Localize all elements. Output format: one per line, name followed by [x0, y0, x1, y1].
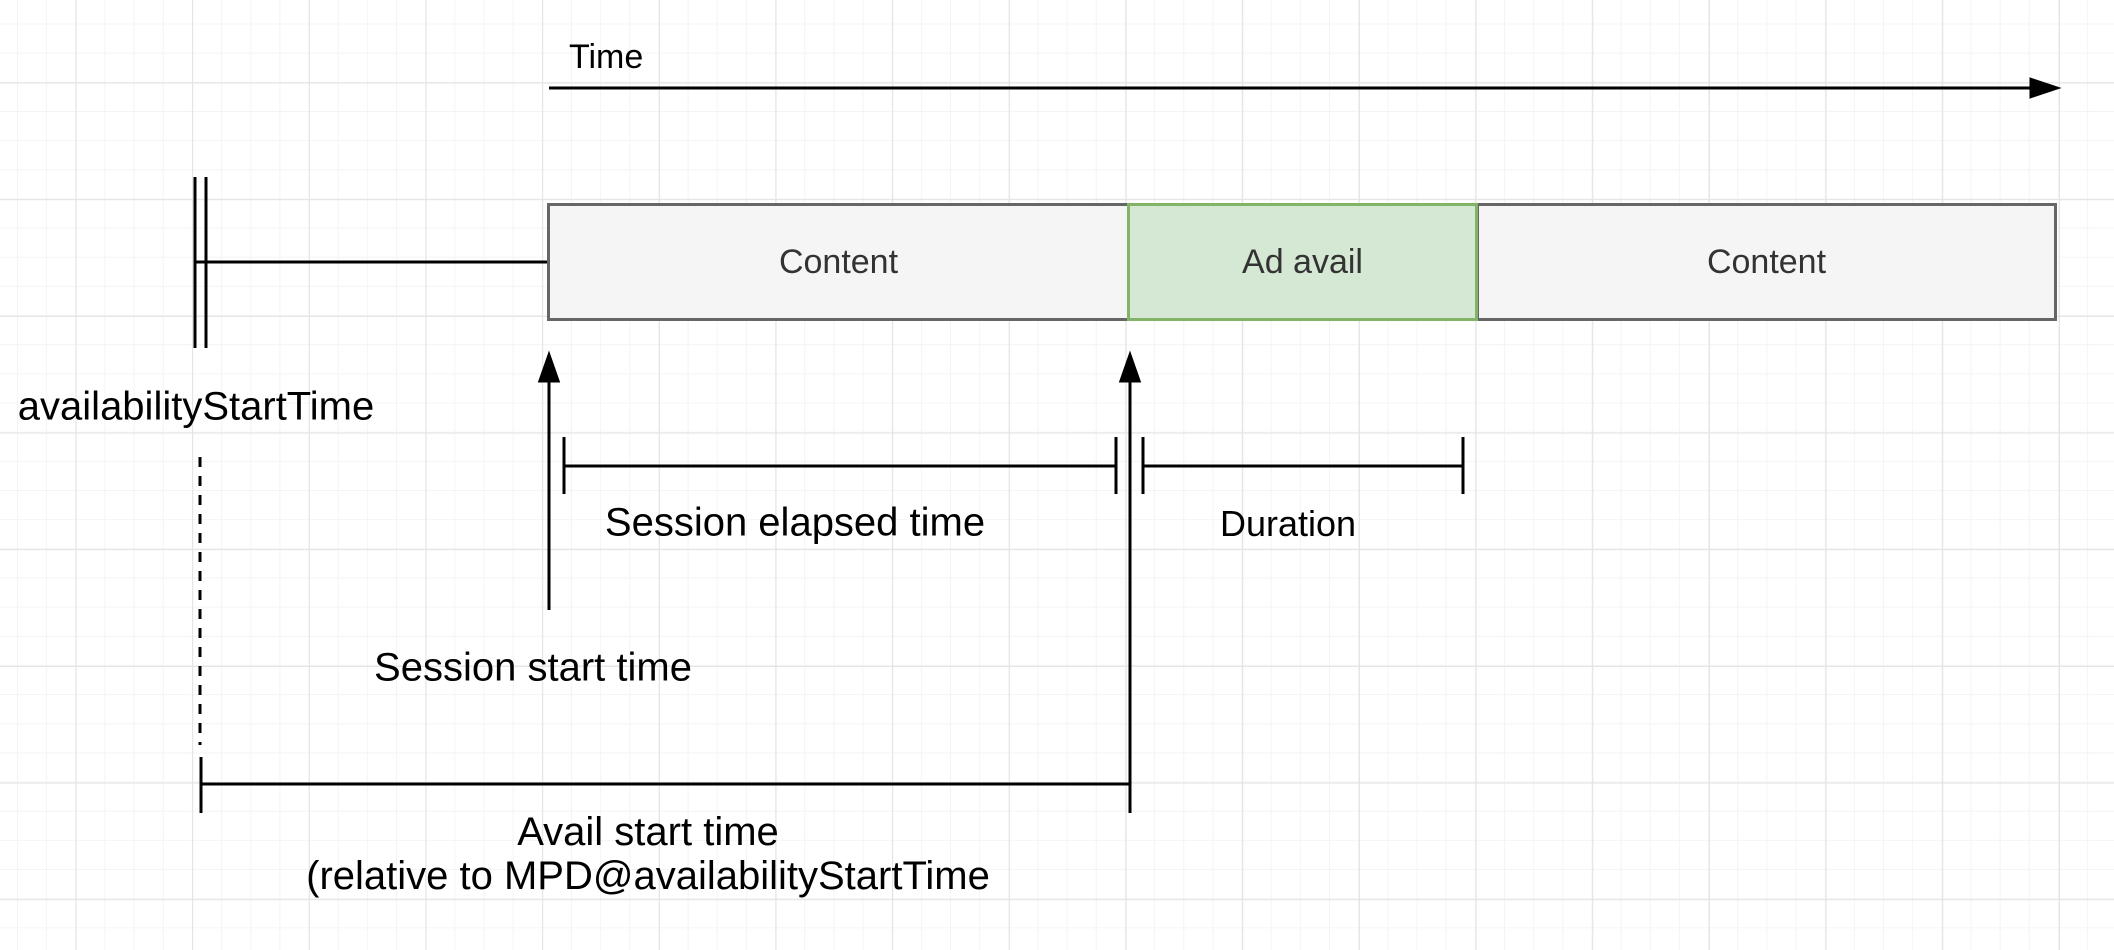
time-axis-label: Time [569, 38, 644, 76]
duration-label: Duration [1219, 503, 1357, 544]
session-elapsed-time-label: Session elapsed time [604, 500, 986, 545]
duration-dimension[interactable] [1141, 437, 1465, 494]
session-elapsed-dimension[interactable] [562, 437, 1118, 494]
availability-start-time-label: availabilityStartTime [17, 384, 375, 429]
segment-content-2[interactable]: Content [1476, 203, 2057, 321]
avail-start-time-label-line2: (relative to MPD@availabilityStartTime [306, 854, 990, 898]
session-start-time-label: Session start time [374, 645, 692, 690]
segment-content-1[interactable]: Content [547, 203, 1130, 321]
segment-ad-avail-label: Ad avail [1242, 242, 1363, 281]
avail-start-time-label-line1: Avail start time [517, 810, 779, 854]
segment-ad-avail[interactable]: Ad avail [1127, 203, 1478, 321]
time-axis-arrow[interactable] [549, 77, 2062, 99]
segment-content-1-label: Content [778, 242, 899, 281]
segment-content-2-label: Content [1706, 242, 1827, 281]
avail-start-time-label: Avail start time (relative to MPD@availa… [306, 810, 990, 898]
session-start-arrow[interactable] [537, 350, 561, 610]
avail-start-dimension[interactable] [199, 757, 1130, 813]
avail-start-arrow[interactable] [1118, 350, 1142, 813]
